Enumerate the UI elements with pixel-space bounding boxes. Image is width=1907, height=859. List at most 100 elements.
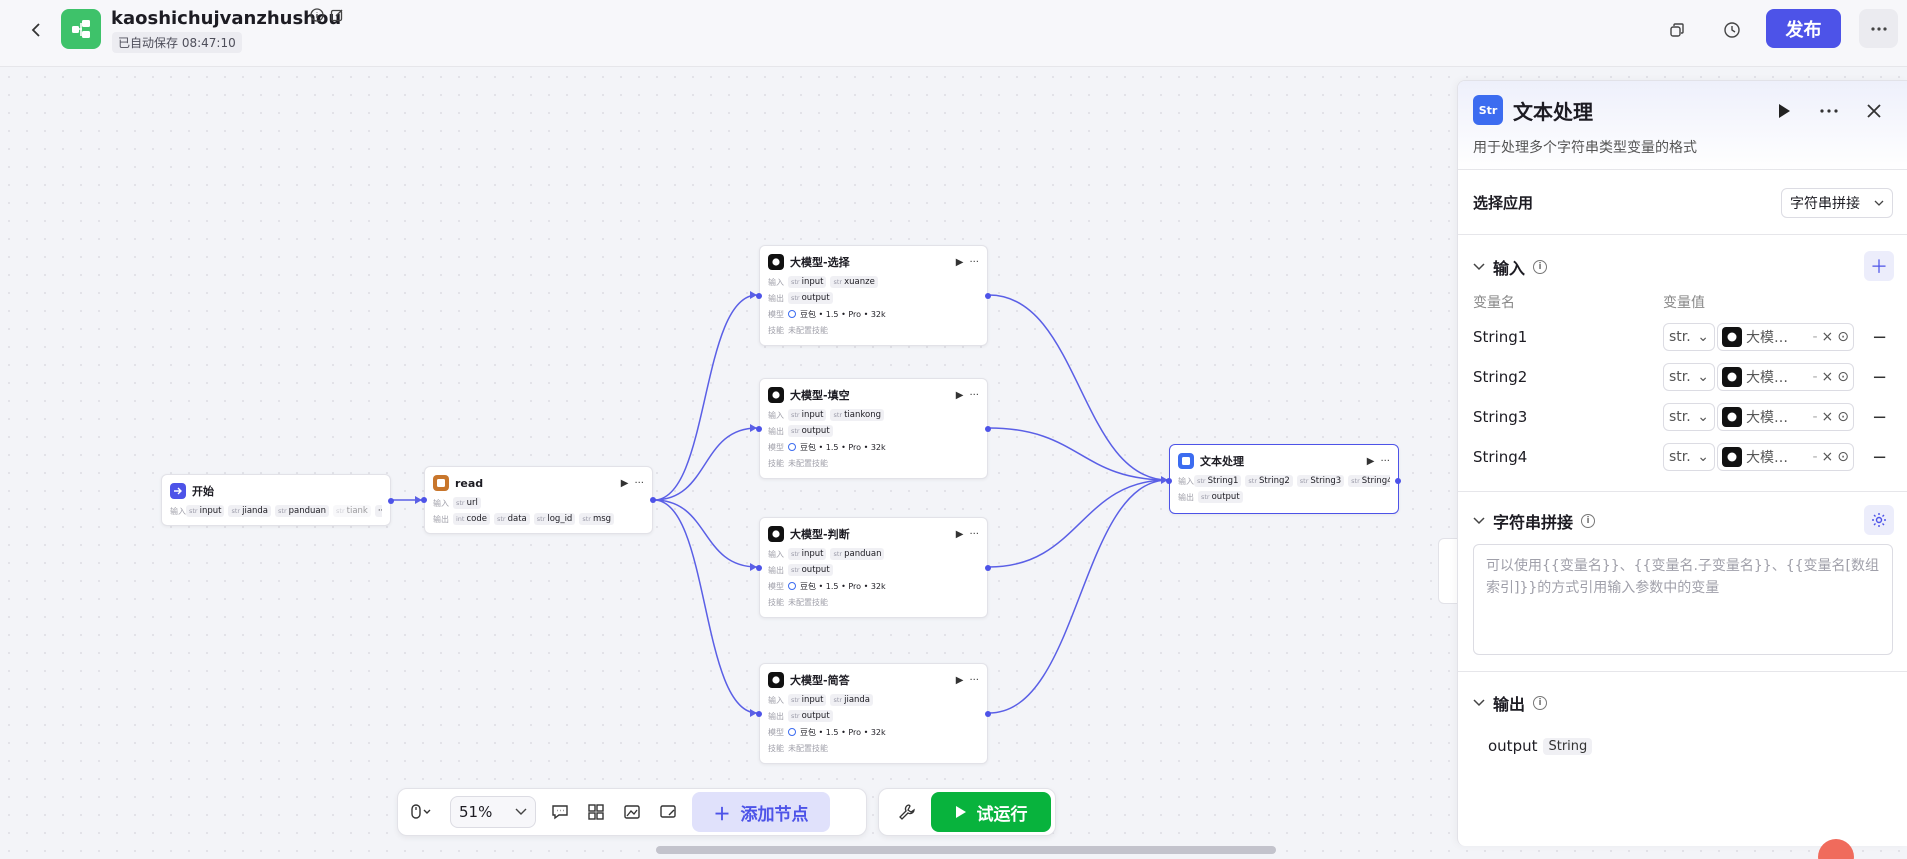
- var-value-ref[interactable]: 大模… - × ⊙: [1717, 363, 1854, 391]
- input-port[interactable]: [756, 293, 762, 299]
- run-node-icon[interactable]: ▶: [1366, 455, 1375, 467]
- node-more-icon[interactable]: ···: [969, 674, 979, 686]
- remove-var-icon[interactable]: −: [1872, 406, 1888, 428]
- node-partial-end[interactable]: [1438, 538, 1458, 604]
- zoom-select[interactable]: 51%: [450, 796, 536, 828]
- publish-button[interactable]: 发布: [1766, 9, 1841, 48]
- input-port[interactable]: [756, 426, 762, 432]
- more-options-icon[interactable]: [1859, 9, 1898, 48]
- add-input-button[interactable]: ＋: [1864, 251, 1894, 281]
- variable-target-icon[interactable]: ⊙: [1837, 329, 1849, 345]
- horizontal-scrollbar[interactable]: [656, 846, 1276, 854]
- run-icon[interactable]: [1770, 97, 1798, 125]
- minimap-icon[interactable]: [614, 794, 650, 830]
- remove-var-icon[interactable]: −: [1872, 446, 1888, 468]
- run-node-icon[interactable]: ▶: [955, 389, 964, 401]
- node-more-icon[interactable]: ···: [969, 389, 979, 401]
- close-icon[interactable]: [1860, 97, 1888, 125]
- input-port[interactable]: [756, 711, 762, 717]
- concat-section-header[interactable]: 字符串拼接 i: [1473, 509, 1596, 533]
- output-port[interactable]: [985, 426, 991, 432]
- remove-var-icon[interactable]: −: [1872, 366, 1888, 388]
- info-icon[interactable]: i: [1533, 696, 1548, 710]
- more-icon[interactable]: [1815, 97, 1843, 125]
- output-port[interactable]: [1395, 478, 1401, 484]
- node-more-icon[interactable]: ···: [634, 477, 644, 489]
- add-node-button[interactable]: ＋ 添加节点: [692, 792, 830, 832]
- variable-target-icon[interactable]: ⊙: [1837, 369, 1849, 385]
- more-tag[interactable]: ···: [374, 505, 382, 517]
- info-icon[interactable]: i: [1533, 260, 1548, 274]
- screenshot-icon[interactable]: [650, 794, 686, 830]
- model-icon: [788, 443, 796, 451]
- run-node-icon[interactable]: ▶: [620, 477, 629, 489]
- layout-icon[interactable]: [578, 794, 614, 830]
- var-type-select[interactable]: str.⌄: [1663, 443, 1715, 471]
- var-value-ref[interactable]: 大模… - × ⊙: [1717, 443, 1854, 471]
- output-var: output String: [1488, 737, 1593, 755]
- var-type-select[interactable]: str.⌄: [1663, 403, 1715, 431]
- output-port[interactable]: [985, 711, 991, 717]
- var-type-select[interactable]: str.⌄: [1663, 363, 1715, 391]
- input-port[interactable]: [1166, 478, 1172, 484]
- edit-icon[interactable]: [330, 8, 344, 26]
- variable-target-icon[interactable]: ⊙: [1837, 449, 1849, 465]
- node-more-icon[interactable]: ···: [969, 256, 979, 268]
- node-title: 大模型-简答: [790, 674, 850, 687]
- var-value-ref[interactable]: 大模… - × ⊙: [1717, 323, 1854, 351]
- skill-status: 未配置技能: [788, 597, 828, 607]
- run-node-icon[interactable]: ▶: [955, 674, 964, 686]
- input-port[interactable]: [421, 497, 427, 503]
- back-icon[interactable]: [22, 16, 50, 44]
- input-var-row: String2 str.⌄ 大模… - × ⊙ −: [1473, 362, 1893, 392]
- var-type-select[interactable]: str.⌄: [1663, 323, 1715, 351]
- mouse-mode-icon[interactable]: [398, 794, 444, 830]
- output-port[interactable]: [985, 565, 991, 571]
- clear-icon[interactable]: ×: [1821, 449, 1834, 465]
- comment-icon[interactable]: [542, 794, 578, 830]
- copy-icon[interactable]: [1661, 14, 1693, 46]
- chevron-down-icon: ⌄: [1697, 449, 1709, 465]
- test-run-button[interactable]: 试运行: [931, 792, 1051, 832]
- clear-icon[interactable]: ×: [1821, 409, 1834, 425]
- run-node-icon[interactable]: ▶: [955, 528, 964, 540]
- input-port[interactable]: [756, 565, 762, 571]
- settings-gear-icon[interactable]: [1864, 505, 1894, 535]
- llm-icon: [1722, 327, 1742, 347]
- wrench-icon[interactable]: [883, 794, 931, 830]
- concat-template-input[interactable]: 可以使用{{变量名}}、{{变量名.子变量名}}、{{变量名[数组索引]}}的方…: [1473, 544, 1893, 655]
- remove-var-icon[interactable]: −: [1872, 326, 1888, 348]
- node-more-icon[interactable]: ···: [969, 528, 979, 540]
- output-port[interactable]: [388, 498, 394, 504]
- node-title: read: [455, 476, 484, 490]
- variable-target-icon[interactable]: ⊙: [1837, 409, 1849, 425]
- select-app-dropdown[interactable]: 字符串拼接: [1781, 188, 1893, 218]
- history-icon[interactable]: [1716, 14, 1748, 46]
- chevron-down-icon: ⌄: [1697, 329, 1709, 345]
- output-port[interactable]: [985, 293, 991, 299]
- input-section-header[interactable]: 输入 i: [1473, 255, 1548, 279]
- plugin-icon: [433, 475, 449, 491]
- output-section-header[interactable]: 输出 i: [1473, 691, 1548, 715]
- output-port[interactable]: [650, 497, 656, 503]
- info-icon[interactable]: [310, 8, 324, 26]
- clear-icon[interactable]: ×: [1821, 369, 1834, 385]
- assistant-avatar[interactable]: [1818, 839, 1854, 859]
- var-value-ref[interactable]: 大模… - × ⊙: [1717, 403, 1854, 431]
- clear-icon[interactable]: ×: [1821, 329, 1834, 345]
- run-node-icon[interactable]: ▶: [955, 256, 964, 268]
- info-icon[interactable]: i: [1581, 514, 1596, 528]
- node-more-icon[interactable]: ···: [1380, 455, 1390, 467]
- var-name: String4: [1473, 448, 1528, 466]
